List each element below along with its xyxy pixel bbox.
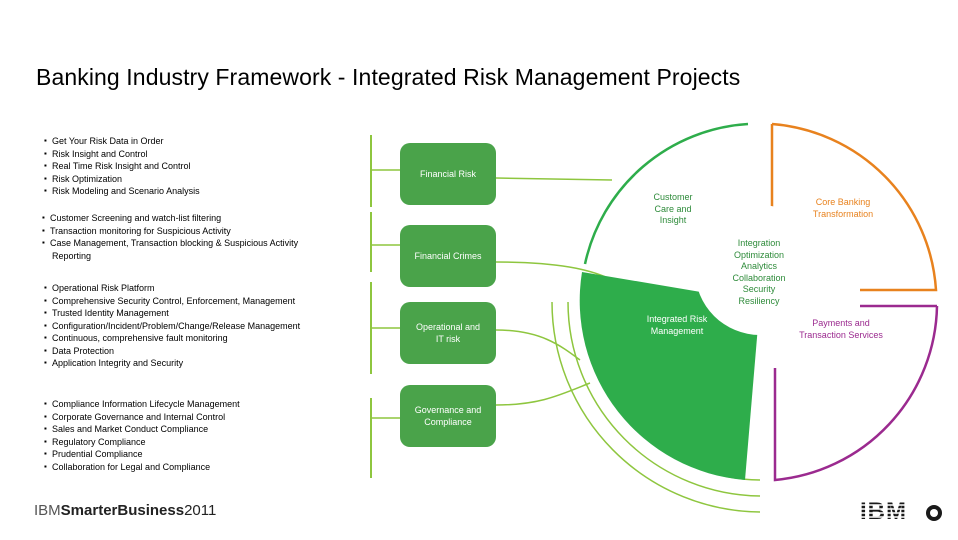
financial-crimes-box: Customer Screening and watch-list filter… bbox=[36, 212, 372, 272]
ibm-logo-text: IBM bbox=[860, 498, 907, 525]
financial-risk-pill: Financial Risk bbox=[400, 143, 496, 205]
footer-brand: IBMSmarterBusiness2011 bbox=[34, 502, 216, 519]
list-item: Transaction monitoring for Suspicious Ac… bbox=[42, 225, 370, 238]
core-banking-label: Core Banking Transformation bbox=[812, 197, 874, 219]
list-item: Compliance Information Lifecycle Managem… bbox=[44, 398, 370, 411]
brand-prefix: IBM bbox=[34, 502, 61, 519]
integrated-risk-label: Integrated Risk Management bbox=[646, 314, 708, 336]
operational-risk-box: Operational Risk Platform Comprehensive … bbox=[36, 282, 372, 374]
list-item: Risk Insight and Control bbox=[44, 148, 370, 161]
list-item: Real Time Risk Insight and Control bbox=[44, 160, 370, 173]
pill-label: Financial Risk bbox=[419, 169, 477, 179]
list-item: Customer Screening and watch-list filter… bbox=[42, 212, 370, 225]
center-capabilities-label: Integration Optimization Analytics Colla… bbox=[732, 238, 786, 306]
list-item: Application Integrity and Security bbox=[44, 357, 370, 370]
customer-care-quadrant bbox=[583, 122, 749, 265]
connector-line bbox=[495, 382, 591, 406]
customer-care-label: Customer Care and Insight bbox=[653, 192, 693, 225]
financial-crimes-pill: Financial Crimes bbox=[400, 225, 496, 287]
list-item: Continuous, comprehensive fault monitori… bbox=[44, 332, 370, 345]
center-circle bbox=[695, 205, 825, 335]
pill-label: Financial Crimes bbox=[414, 251, 482, 261]
operational-risk-pill: Operational and IT risk bbox=[400, 302, 496, 364]
integrated-risk-quadrant bbox=[579, 272, 760, 480]
list-item: Regulatory Compliance bbox=[44, 436, 370, 449]
connector-line bbox=[495, 329, 581, 361]
financial-risk-box: Get Your Risk Data in Order Risk Insight… bbox=[36, 135, 372, 207]
page-title: Banking Industry Framework - Integrated … bbox=[36, 64, 741, 90]
governance-box: Compliance Information Lifecycle Managem… bbox=[36, 398, 372, 478]
list-item: Case Management, Transaction blocking & … bbox=[42, 237, 370, 250]
globe-icon-inner bbox=[930, 509, 938, 517]
pill-label: Operational and IT risk bbox=[415, 322, 481, 344]
payments-label: Payments and Transaction Services bbox=[799, 318, 883, 340]
list-item: Prudential Compliance bbox=[44, 448, 370, 461]
list-item: Data Protection bbox=[44, 345, 370, 358]
operational-risk-list: Operational Risk Platform Comprehensive … bbox=[36, 282, 370, 370]
financial-crimes-list: Customer Screening and watch-list filter… bbox=[36, 212, 370, 262]
list-item: Risk Optimization bbox=[44, 173, 370, 186]
list-item: Configuration/Incident/Problem/Change/Re… bbox=[44, 320, 370, 333]
list-item: Collaboration for Legal and Compliance bbox=[44, 461, 370, 474]
payments-quadrant bbox=[773, 305, 939, 482]
list-item: Reporting bbox=[52, 250, 92, 261]
pill-label: Governance and Compliance bbox=[414, 405, 482, 427]
governance-list: Compliance Information Lifecycle Managem… bbox=[36, 398, 370, 473]
list-item: Corporate Governance and Internal Contro… bbox=[44, 411, 370, 424]
governance-pill: Governance and Compliance bbox=[400, 385, 496, 447]
connector-line bbox=[495, 177, 613, 181]
brand-year: 2011 bbox=[184, 502, 217, 519]
core-banking-quadrant bbox=[771, 122, 938, 292]
arc-line bbox=[567, 301, 761, 497]
ibm-logo: IBM bbox=[860, 498, 942, 525]
list-item: Sales and Market Conduct Compliance bbox=[44, 423, 370, 436]
brand-main: SmarterBusiness bbox=[60, 502, 185, 519]
list-item: Comprehensive Security Control, Enforcem… bbox=[44, 295, 370, 308]
list-item: Operational Risk Platform bbox=[44, 282, 370, 295]
list-item: Trusted Identity Management bbox=[44, 307, 370, 320]
financial-risk-list: Get Your Risk Data in Order Risk Insight… bbox=[36, 135, 370, 198]
arc-line bbox=[551, 301, 761, 513]
list-item: Risk Modeling and Scenario Analysis bbox=[44, 185, 370, 198]
list-item: Get Your Risk Data in Order bbox=[44, 135, 370, 148]
